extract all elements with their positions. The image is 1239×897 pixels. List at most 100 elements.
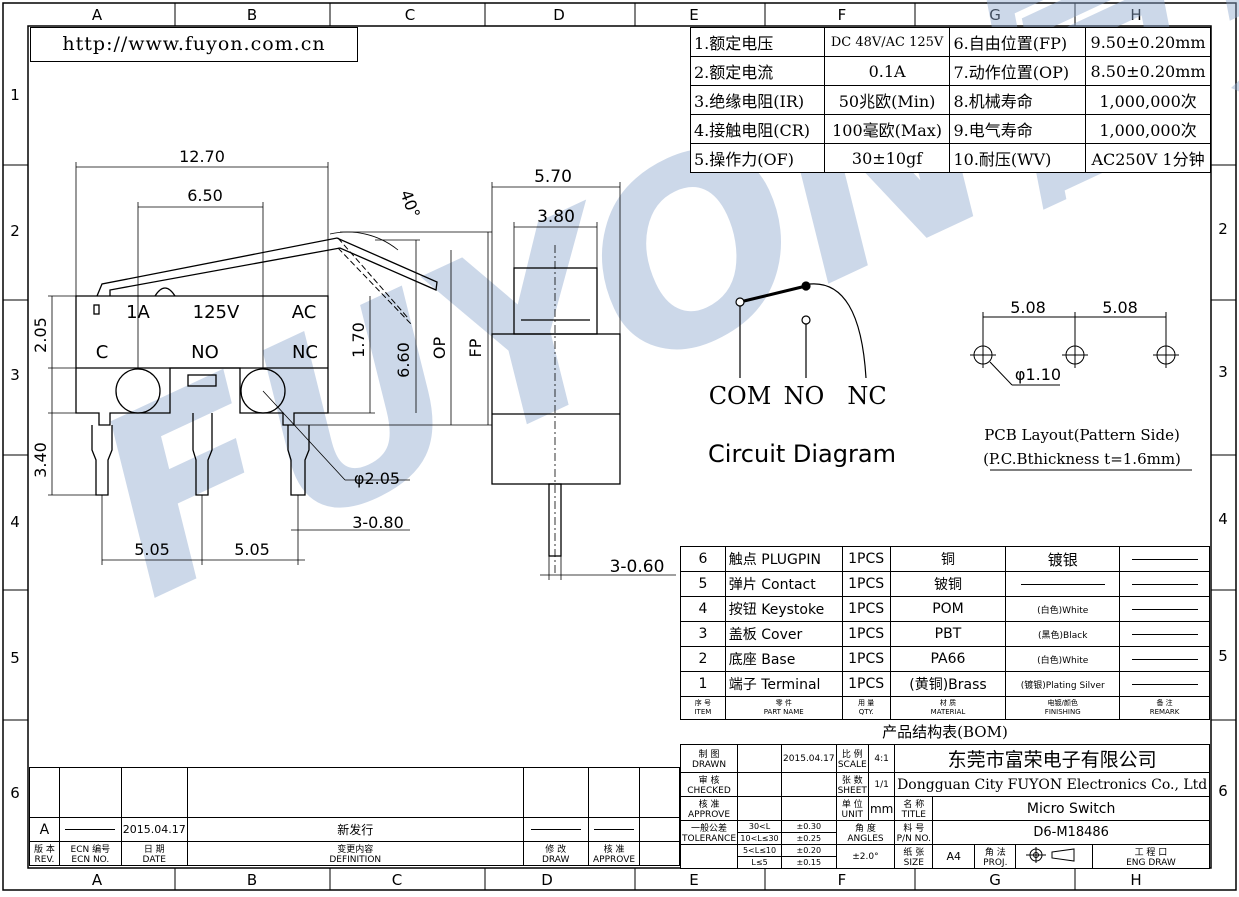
bom-material: POM [889,596,1007,622]
bom-item: 6 [680,546,726,572]
sheet-value: 1/1 [867,772,896,797]
dim-5-05-right: 5.05 [234,540,270,559]
company-name-en: Dongguan City FUYON Electronics Co., Ltd [894,772,1210,797]
dim-1-70: 1.70 [349,322,368,358]
nc-terminal [801,281,811,291]
col-label-bottom: G [989,871,1001,889]
bom-material: PA66 [889,646,1007,672]
bom-remark [1119,646,1210,672]
dim-angle: 40° [396,188,424,221]
bom-qty: 1PCS [841,546,891,572]
row-label-left: 4 [10,513,20,531]
pcb-dim-hole: φ1.10 [1015,365,1061,384]
dim-5-70: 5.70 [534,167,572,187]
bom-item: 2 [680,646,726,672]
bom-qty: 1PCS [841,596,891,622]
revision-row: A 2015.04.17 新发行 [29,817,680,842]
spec-value: 1,000,000次 [1085,114,1211,144]
bom-row: 4 按钮 Keystoke 1PCS POM (白色)White [680,596,1210,622]
spec-value: 100毫欧(Max) [823,114,951,144]
circuit-label-no: NO [784,382,825,410]
col-label-bottom: D [541,871,553,889]
spec-label: 3.绝缘电阻(IR) [690,85,825,115]
col-label-bottom: C [392,871,402,889]
no-terminal [801,315,811,325]
col-label-top: B [247,6,257,24]
circuit-diagram [735,281,867,379]
spec-value: 30±10gf [823,143,951,173]
mount-hole-right [240,368,286,414]
pin-label-nc: NC [292,342,318,363]
bom-finish: 镀银 [1005,546,1121,572]
tol-range: 10<L≤30 [737,832,783,845]
inner-border [27,25,1212,869]
rev-date: 2015.04.17 [120,817,188,842]
col-label-top: C [405,6,415,24]
pin-label-c: C [96,342,109,363]
rev-definition: 新发行 [186,817,524,842]
zone-labels: A B C D E F G H A B C D E F G H 1 2 3 4 … [10,6,1228,889]
front-view-dim-labels: 5.70 3.80 3-0.60 [534,167,664,577]
circuit-labels: COM NO NC [709,382,887,410]
bom-item: 1 [680,671,726,697]
pcb-dim-5-08-right: 5.08 [1102,298,1138,317]
row-label-right: 4 [1218,510,1228,528]
bom-remark [1119,571,1210,597]
row-label-right: 5 [1218,647,1228,665]
dim-fp: FP [466,338,485,357]
bom-remark [1119,546,1210,572]
tol-range: L≤5 [737,856,783,869]
pcb-caption-line2: (P.C.Bthickness t=1.6mm) [983,450,1181,468]
bom-material: 铜 [889,546,1007,572]
spec-label: 7.动作位置(OP) [949,56,1087,86]
front-view [491,267,621,557]
bom-material: 铍铜 [889,571,1007,597]
part-number[interactable]: D6-M18486 [932,820,1210,845]
row-label-left: 5 [10,649,20,667]
bom-row: 1 端子 Terminal 1PCS (黄铜)Brass (镀银)Plating… [680,671,1210,697]
spec-label: 9.电气寿命 [949,114,1087,144]
rating-voltage: 125V [193,302,240,323]
circuit-label-com: COM [709,382,772,410]
dim-hole-dia: φ2.05 [354,469,400,488]
angle-value: ±2.0° [835,844,896,869]
bom-item: 4 [680,596,726,622]
bom-remark [1119,621,1210,647]
mount-hole-left [115,368,161,414]
dim-6-50: 6.50 [187,186,223,205]
website-url[interactable]: http://www.fuyon.com.cn [30,27,358,62]
rating-ac: AC [292,302,317,323]
row-label-left: 3 [10,366,20,384]
dim-5-05-left: 5.05 [134,540,170,559]
col-label-bottom: E [689,871,698,889]
spec-label: 8.机械寿命 [949,85,1087,115]
row-label-right: 2 [1218,220,1228,238]
company-name-cn: 东莞市富荣电子有限公司 [894,744,1210,773]
pcb-labels: 5.08 5.08 φ1.10 PCB Layout(Pattern Side)… [983,298,1181,468]
col-label-top: A [92,6,103,24]
spec-value: AC250V 1分钟 [1085,143,1211,173]
col-label-bottom: F [838,871,847,889]
side-view-body-text: 1A 125V AC C NO NC [96,302,318,363]
bom-part-name: 按钮 Keystoke [724,596,843,622]
projection-icon [1015,844,1093,869]
col-label-bottom: A [92,871,103,889]
